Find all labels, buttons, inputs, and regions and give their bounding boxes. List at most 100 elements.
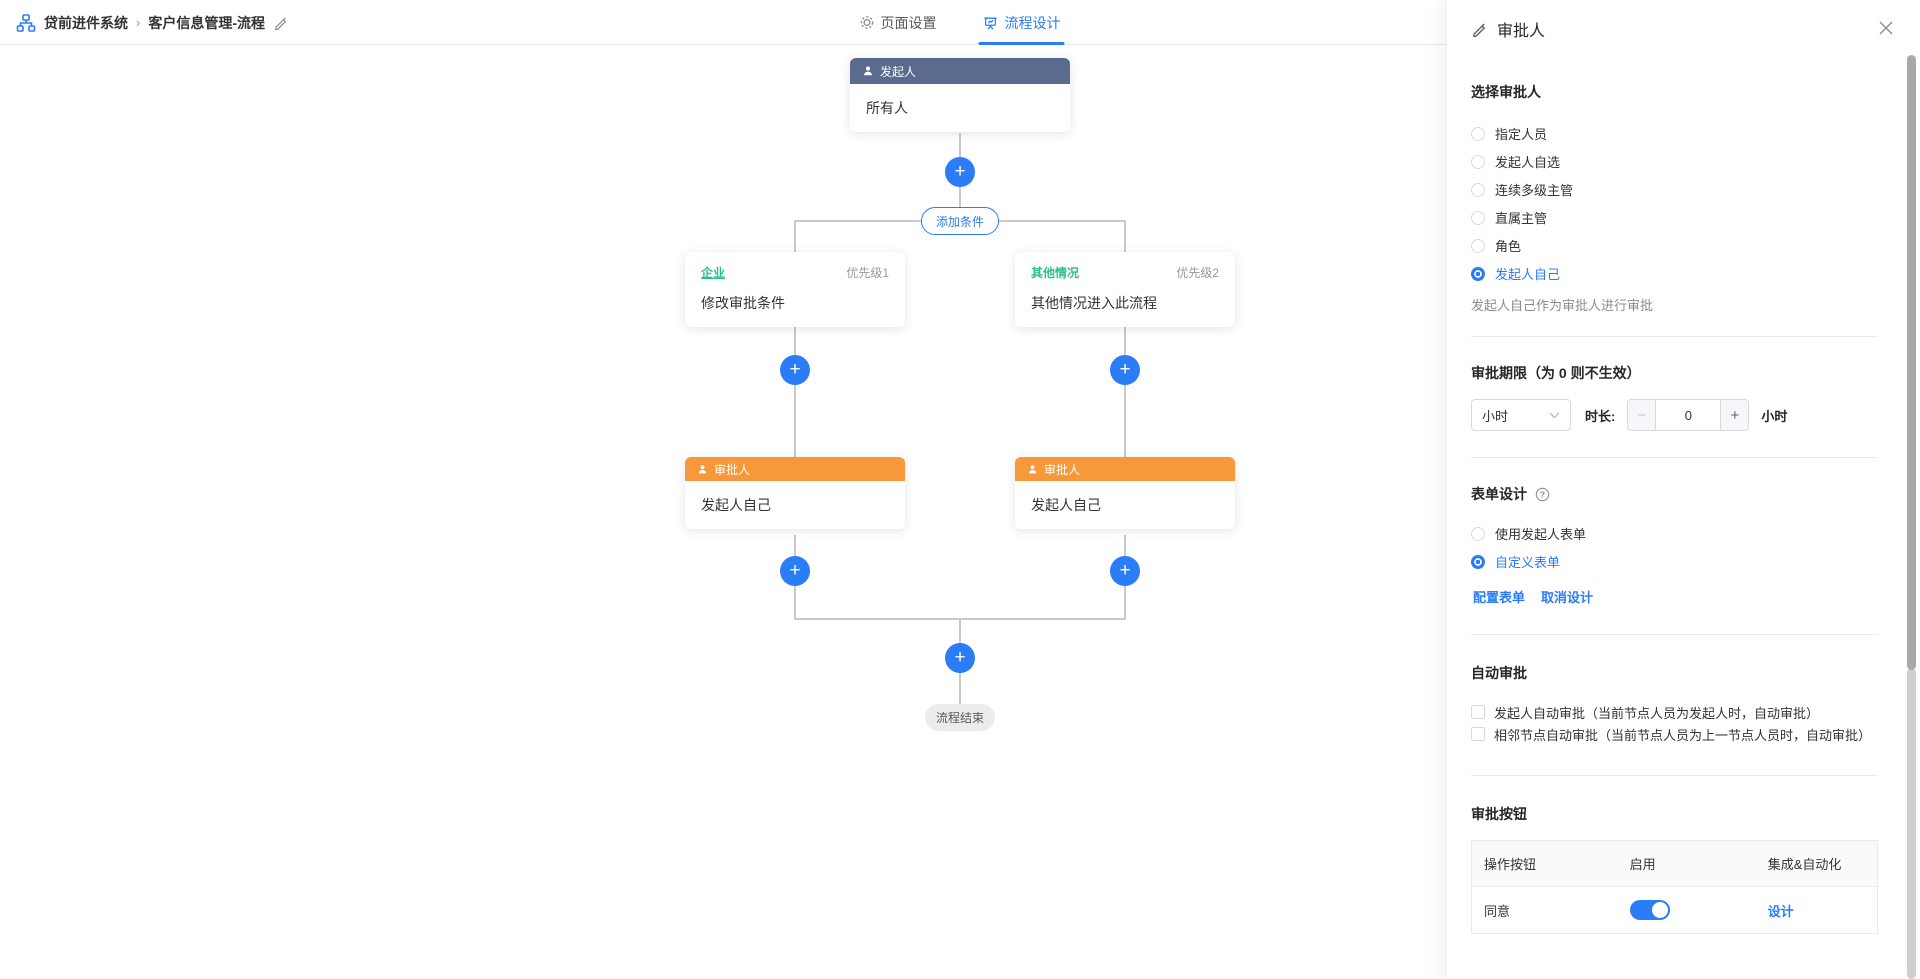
approver-node-title: 审批人 <box>714 462 751 477</box>
radio-label: 指定人员 <box>1495 127 1548 142</box>
add-node-button[interactable] <box>1110 556 1140 586</box>
radio-icon-selected <box>1471 266 1485 281</box>
add-condition-button[interactable]: 添加条件 <box>921 207 999 235</box>
condition-node-1[interactable]: 企业 优先级1 修改审批条件 <box>685 252 905 327</box>
deadline-unit-select[interactable]: 小时 <box>1471 399 1571 431</box>
divider <box>1471 634 1878 635</box>
enable-toggle[interactable] <box>1629 900 1670 920</box>
add-node-button[interactable] <box>780 355 810 385</box>
chevron-down-icon <box>1549 412 1560 419</box>
condition-priority: 优先级2 <box>1176 266 1219 280</box>
radio-option-assigned[interactable]: 指定人员 <box>1471 122 1878 145</box>
table-header-action: 操作按钮 <box>1471 840 1618 887</box>
condition-node-2[interactable]: 其他情况 优先级2 其他情况进入此流程 <box>1015 252 1235 327</box>
table-row: 同意 设计 <box>1472 887 1878 934</box>
condition-name[interactable]: 其他情况 <box>1031 266 1080 280</box>
radio-icon <box>1471 526 1485 541</box>
duration-unit-suffix: 小时 <box>1761 408 1788 424</box>
radio-label: 发起人自己 <box>1495 267 1561 282</box>
condition-body: 其他情况进入此流程 <box>1031 295 1157 311</box>
radio-icon <box>1471 154 1485 169</box>
help-question-icon[interactable]: ? <box>1535 487 1550 502</box>
approver-node-1[interactable]: 审批人 发起人自己 <box>685 457 905 529</box>
checkbox-adjacent-auto-approve[interactable]: 相邻节点自动审批（当前节点人员为上一节点人员时，自动审批） <box>1471 725 1878 743</box>
section-title-auto-approve: 自动审批 <box>1471 665 1527 681</box>
radio-option-role[interactable]: 角色 <box>1471 234 1878 257</box>
edit-pencil-icon[interactable] <box>1471 21 1487 37</box>
cancel-design-link[interactable]: 取消设计 <box>1541 590 1594 605</box>
duration-input[interactable] <box>1656 400 1721 430</box>
add-node-button[interactable] <box>945 643 975 673</box>
checkbox-initiator-auto-approve[interactable]: 发起人自动审批（当前节点人员为发起人时，自动审批） <box>1471 703 1878 721</box>
connector-line <box>794 327 796 457</box>
radio-label: 使用发起人表单 <box>1495 527 1587 542</box>
radio-option-initiator-choose[interactable]: 发起人自选 <box>1471 150 1878 173</box>
approver-node-header: 审批人 <box>1015 457 1235 481</box>
stepper-minus-button[interactable]: − <box>1628 400 1657 430</box>
section-title-approver-select: 选择审批人 <box>1471 84 1541 100</box>
panel-title: 审批人 <box>1497 23 1546 40</box>
view-tabs: 页面设置 流程设计 <box>860 0 1065 45</box>
radio-icon <box>1471 210 1485 225</box>
add-node-button[interactable] <box>780 556 810 586</box>
gear-icon <box>860 15 875 30</box>
radio-label: 发起人自选 <box>1495 155 1561 170</box>
connector-line <box>1124 221 1126 253</box>
connector-line <box>1124 327 1126 457</box>
radio-option-initiator-self[interactable]: 发起人自己 <box>1471 262 1878 285</box>
add-node-button[interactable] <box>1110 355 1140 385</box>
approve-buttons-table: 操作按钮 启用 集成&自动化 同意 设计 <box>1471 840 1878 934</box>
breadcrumb-root[interactable]: 贷前进件系统 <box>44 14 128 31</box>
section-title-approve-buttons: 审批按钮 <box>1471 806 1527 822</box>
approver-node-2[interactable]: 审批人 发起人自己 <box>1015 457 1235 529</box>
radio-label: 连续多级主管 <box>1495 183 1574 198</box>
condition-body: 修改审批条件 <box>701 295 785 311</box>
design-link[interactable]: 设计 <box>1767 903 1794 919</box>
approver-node-title: 审批人 <box>1044 462 1081 477</box>
radio-label: 角色 <box>1495 239 1522 254</box>
scrollbar-thumb[interactable] <box>1907 55 1916 670</box>
close-icon[interactable] <box>1878 20 1894 41</box>
approver-node-body: 发起人自己 <box>1015 481 1235 529</box>
scrollbar-track <box>1907 668 1916 979</box>
duration-label: 时长: <box>1585 408 1616 424</box>
configure-form-link[interactable]: 配置表单 <box>1473 590 1526 605</box>
stepper-plus-button[interactable]: + <box>1720 400 1749 430</box>
flow-board-icon <box>983 15 999 31</box>
radio-option-initiator-form[interactable]: 使用发起人表单 <box>1471 522 1878 545</box>
section-title-form-design: 表单设计 ? <box>1471 484 1878 504</box>
radio-option-custom-form[interactable]: 自定义表单 <box>1471 550 1878 573</box>
flow-end-label: 流程结束 <box>925 704 995 731</box>
add-node-button[interactable] <box>945 157 975 187</box>
divider <box>1471 775 1878 776</box>
person-icon <box>697 464 708 475</box>
breadcrumb: 贷前进件系统 › 客户信息管理-流程 <box>16 0 288 45</box>
tab-label: 页面设置 <box>880 14 937 31</box>
tab-flow-design[interactable]: 流程设计 <box>978 0 1065 45</box>
section-title-deadline: 审批期限（为 0 则不生效） <box>1471 365 1641 381</box>
checkbox-label: 相邻节点自动审批（当前节点人员为上一节点人员时，自动审批） <box>1494 727 1872 743</box>
start-node[interactable]: 发起人 所有人 <box>850 58 1070 132</box>
connector-line <box>794 221 796 253</box>
start-node-body: 所有人 <box>850 84 1070 132</box>
edit-pencil-icon[interactable] <box>273 15 288 30</box>
checkbox-label: 发起人自动审批（当前节点人员为发起人时，自动审批） <box>1494 705 1820 721</box>
radio-option-multilevel-manager[interactable]: 连续多级主管 <box>1471 178 1878 201</box>
condition-name[interactable]: 企业 <box>701 266 726 280</box>
approver-select-description: 发起人自己作为审批人进行审批 <box>1471 298 1654 313</box>
select-value: 小时 <box>1482 408 1509 424</box>
radio-option-direct-manager[interactable]: 直属主管 <box>1471 206 1878 229</box>
tab-page-settings[interactable]: 页面设置 <box>860 0 937 45</box>
divider <box>1471 457 1878 458</box>
breadcrumb-separator: › <box>136 15 141 30</box>
form-design-title: 表单设计 <box>1471 486 1527 502</box>
checkbox-icon <box>1471 705 1485 719</box>
radio-icon-selected <box>1471 554 1485 569</box>
radio-icon <box>1471 182 1485 197</box>
approver-node-header: 审批人 <box>685 457 905 481</box>
approver-settings-panel: 审批人 选择审批人 指定人员 发起人自选 连续多级主管 直属主管 角色 <box>1446 0 1920 979</box>
radio-icon <box>1471 238 1485 253</box>
condition-priority: 优先级1 <box>846 266 889 280</box>
approver-node-body: 发起人自己 <box>685 481 905 529</box>
person-icon <box>1027 464 1038 475</box>
